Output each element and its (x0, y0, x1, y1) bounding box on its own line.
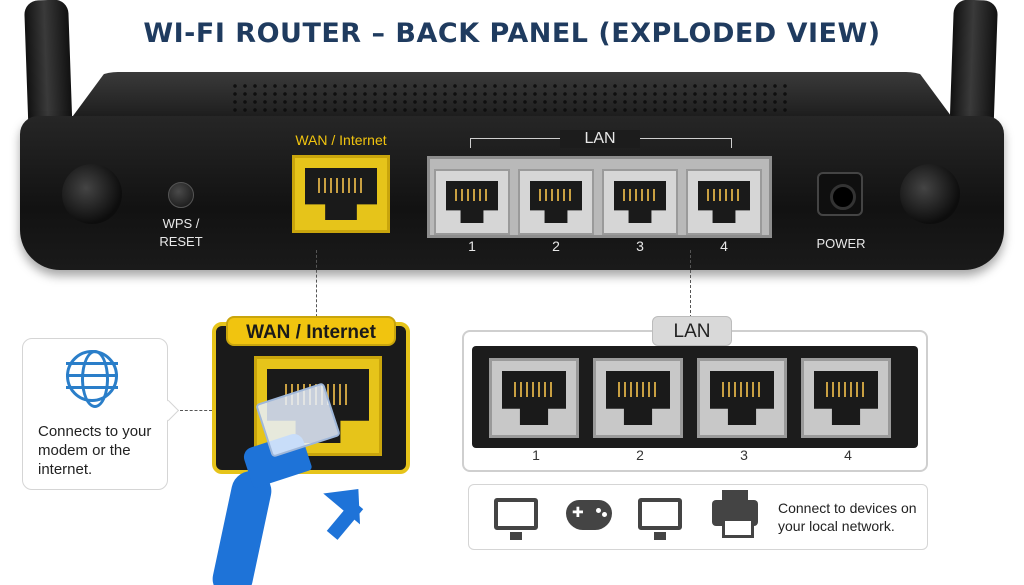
lan-detail-label: LAN (652, 316, 732, 346)
lan-connector-line (690, 250, 691, 318)
lan-detail-port-4 (801, 358, 891, 438)
lan-port-2[interactable] (518, 169, 594, 235)
lan-jack-1 (446, 181, 498, 223)
lan-pins-4 (707, 189, 741, 202)
lan-jack-3 (614, 181, 666, 223)
diagram-title: WI-FI ROUTER – BACK PANEL (EXPLODED VIEW… (143, 18, 881, 49)
lan-devices-text: Connect to devices on your local network… (778, 500, 917, 534)
wan-port-label: WAN / Internet (295, 132, 387, 148)
printer-icon (712, 490, 758, 538)
insert-arrow-icon (323, 473, 377, 525)
right-antenna-base (900, 164, 960, 224)
wan-detail-label: WAN / Internet (226, 316, 396, 346)
lan-port-number-3: 3 (636, 238, 644, 254)
wan-pins (317, 178, 365, 193)
globe-icon (66, 350, 118, 408)
lan-detail-jack-1 (502, 371, 566, 425)
lan-port-number-4: 4 (720, 238, 728, 254)
lan-detail-pins-1 (513, 381, 555, 397)
lan-detail-jack-2 (606, 371, 670, 425)
lan-detail-number-2: 2 (636, 447, 644, 463)
lan-port-3[interactable] (602, 169, 678, 235)
lan-detail-number-1: 1 (532, 447, 540, 463)
lan-port-4[interactable] (686, 169, 762, 235)
callout-connector-line (180, 410, 212, 411)
wan-connector-line (316, 250, 317, 322)
lan-detail-number-4: 4 (844, 447, 852, 463)
left-antenna-base (62, 164, 122, 224)
wan-jack (305, 168, 377, 220)
monitor-icon (638, 498, 682, 540)
wan-port[interactable] (292, 155, 390, 233)
lan-pins-1 (455, 189, 489, 202)
lan-port-number-2: 2 (552, 238, 560, 254)
vent-grille (230, 82, 790, 112)
lan-pins-3 (623, 189, 657, 202)
wps-label-line1: WPS / (162, 216, 200, 231)
lan-detail-jack-3 (710, 371, 774, 425)
lan-jack-4 (698, 181, 750, 223)
ethernet-cable (208, 467, 276, 585)
lan-detail-port-2 (593, 358, 683, 438)
power-label: POWER (816, 236, 866, 251)
lan-detail-pins-3 (721, 381, 763, 397)
lan-detail-number-3: 3 (740, 447, 748, 463)
lan-detail-pins-2 (617, 381, 659, 397)
local-devices-box (468, 484, 928, 550)
lan-jack-2 (530, 181, 582, 223)
lan-pins-2 (539, 189, 573, 202)
wps-label-line2: RESET (159, 234, 203, 249)
monitor-icon (494, 498, 538, 540)
power-jack[interactable] (817, 172, 863, 216)
lan-detail-port-1 (489, 358, 579, 438)
lan-port-number-1: 1 (468, 238, 476, 254)
router-back-panel: WPS / RESET WAN / Internet LAN 1 2 3 4 P… (0, 0, 1024, 272)
lan-port-1[interactable] (434, 169, 510, 235)
wan-callout-text: Connects to your modem or the internet. (38, 423, 152, 478)
lan-detail-port-3 (697, 358, 787, 438)
lan-group-label: LAN (560, 130, 640, 148)
wps-reset-button[interactable] (168, 182, 194, 208)
lan-detail-jack-4 (814, 371, 878, 425)
gamepad-icon (566, 500, 612, 530)
lan-detail-pins-4 (825, 381, 867, 397)
lan-port-block (427, 156, 772, 238)
